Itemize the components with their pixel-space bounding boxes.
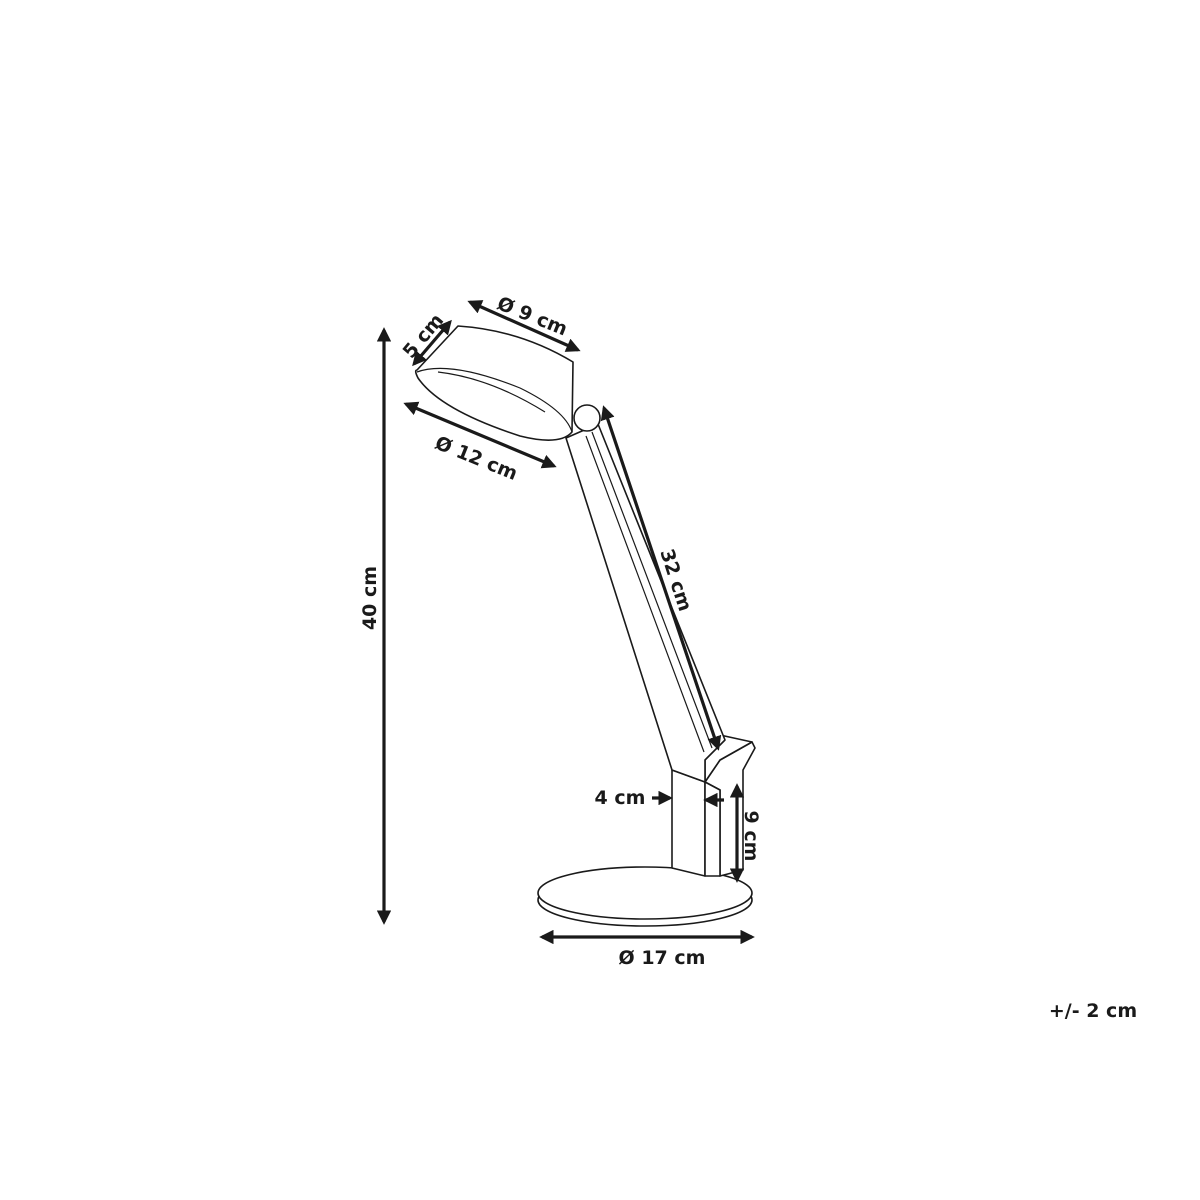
lamp-arm xyxy=(565,423,726,783)
lamp-shade xyxy=(414,325,574,441)
total-height-label: 40 cm xyxy=(359,566,381,630)
base-diameter-label: Ø 17 cm xyxy=(619,947,706,969)
lamp-base xyxy=(537,866,753,927)
shade-top-diameter-arrow xyxy=(467,300,581,352)
lamp-joint xyxy=(573,404,601,432)
column-width-label: 4 cm xyxy=(595,787,646,809)
lamp-drawing xyxy=(414,325,756,927)
shade-bottom-diameter-label: Ø 12 cm xyxy=(432,432,521,485)
shade-height-arrow xyxy=(412,319,452,367)
arm-length-arrow xyxy=(600,405,722,751)
shade-bottom-diameter-arrow xyxy=(403,401,557,469)
tolerance-note: +/- 2 cm xyxy=(1049,1000,1137,1022)
column-height-label: 9 cm xyxy=(740,811,762,862)
